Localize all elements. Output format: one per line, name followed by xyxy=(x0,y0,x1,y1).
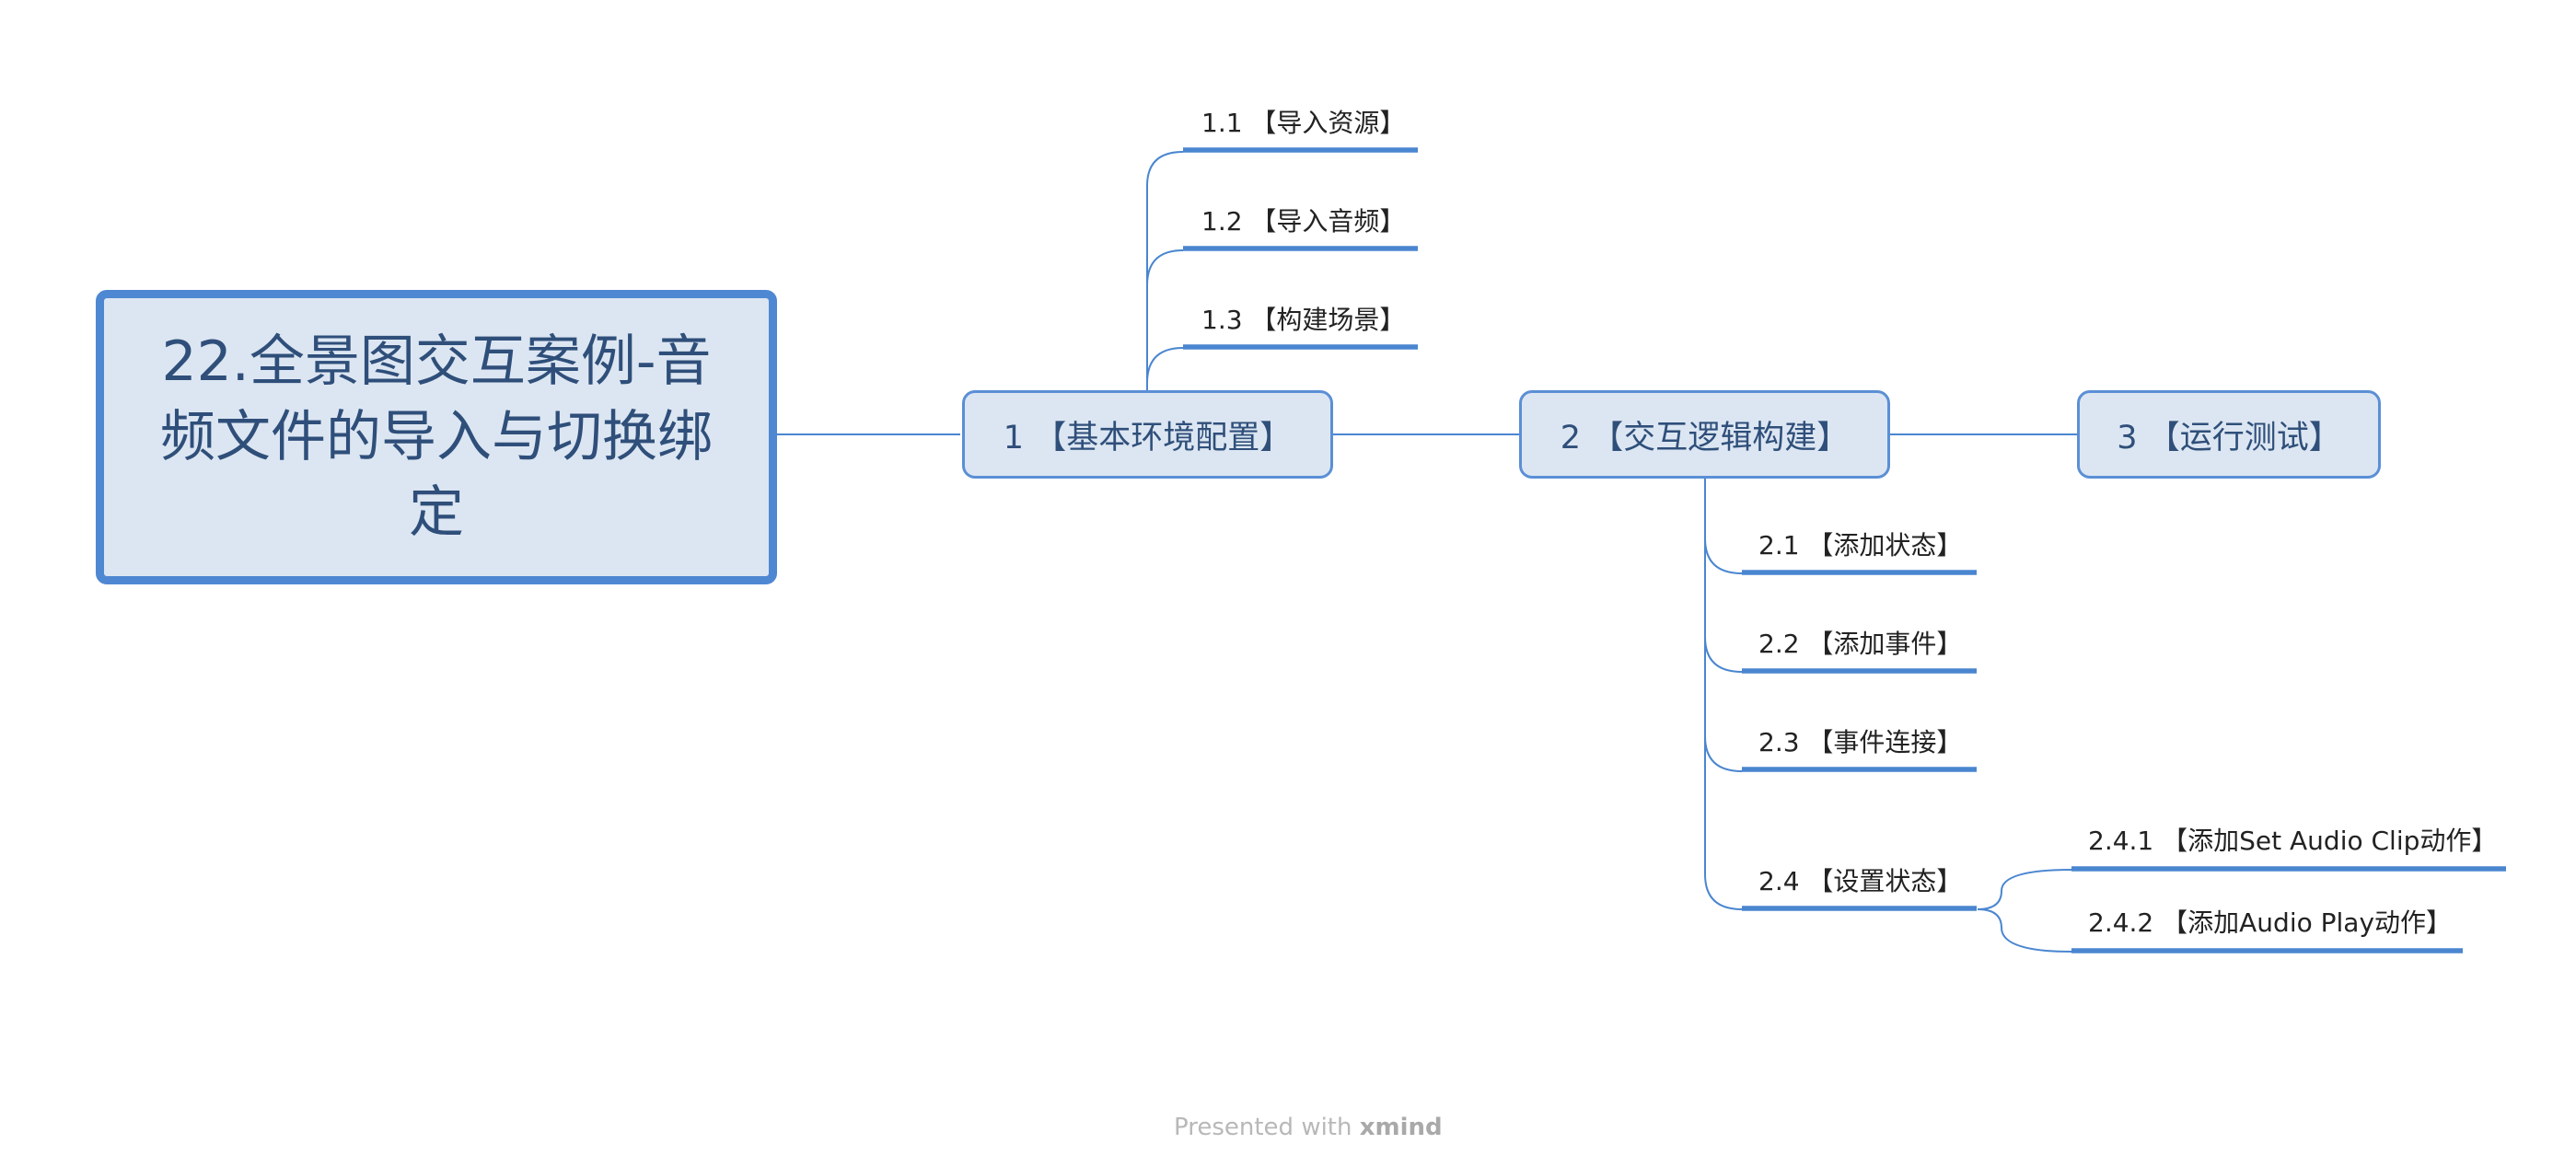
connector-1-1 xyxy=(1146,151,1184,390)
main-topic-1-label: 1 【基本环境配置】 xyxy=(1003,419,1293,456)
xmind-credit: Presented with xmind xyxy=(1174,1114,1443,1141)
central-topic-label: 22.全景图交互案例-音频文件的导入与切换绑定 xyxy=(160,329,713,545)
subtopic-2-3[interactable]: 2.3 【事件连接】 xyxy=(1758,727,1963,757)
main-topic-3-label: 3 【运行测试】 xyxy=(2117,419,2341,456)
connector-2-1 xyxy=(1704,537,1743,574)
connector-1-3 xyxy=(1146,347,1184,384)
connector-2-4-1 xyxy=(1977,869,2072,910)
subtopic-2-2[interactable]: 2.2 【添加事件】 xyxy=(1758,629,1963,659)
subtopic-2-1[interactable]: 2.1 【添加状态】 xyxy=(1758,530,1963,560)
subtopic-1-1[interactable]: 1.1 【导入资源】 xyxy=(1201,108,1406,138)
connector-1-2 xyxy=(1146,249,1184,286)
subtopic-1-3[interactable]: 1.3 【构建场景】 xyxy=(1201,305,1406,335)
connector-2-4 xyxy=(1704,479,1743,910)
connector-2-4-2 xyxy=(1977,908,2072,953)
subtopic-2-4[interactable]: 2.4 【设置状态】 xyxy=(1758,866,1963,896)
connector-2-2 xyxy=(1704,636,1743,673)
main-topic-2-label: 2 【交互逻辑构建】 xyxy=(1560,419,1850,456)
credit-prefix: Presented with xyxy=(1174,1114,1352,1141)
subtopic-2-4-2[interactable]: 2.4.2 【添加Audio Play动作】 xyxy=(2088,907,2453,938)
main-topic-1[interactable]: 1 【基本环境配置】 xyxy=(962,390,1333,479)
subtopic-1-2[interactable]: 1.2 【导入音频】 xyxy=(1201,206,1406,237)
subtopic-2-4-1[interactable]: 2.4.1 【添加Set Audio Clip动作】 xyxy=(2088,826,2498,856)
main-topic-3[interactable]: 3 【运行测试】 xyxy=(2077,390,2381,479)
main-topic-2[interactable]: 2 【交互逻辑构建】 xyxy=(1519,390,1890,479)
connector-2-3 xyxy=(1704,735,1743,772)
central-topic[interactable]: 22.全景图交互案例-音频文件的导入与切换绑定 xyxy=(96,290,777,584)
xmind-logo-text: xmind xyxy=(1359,1114,1443,1141)
